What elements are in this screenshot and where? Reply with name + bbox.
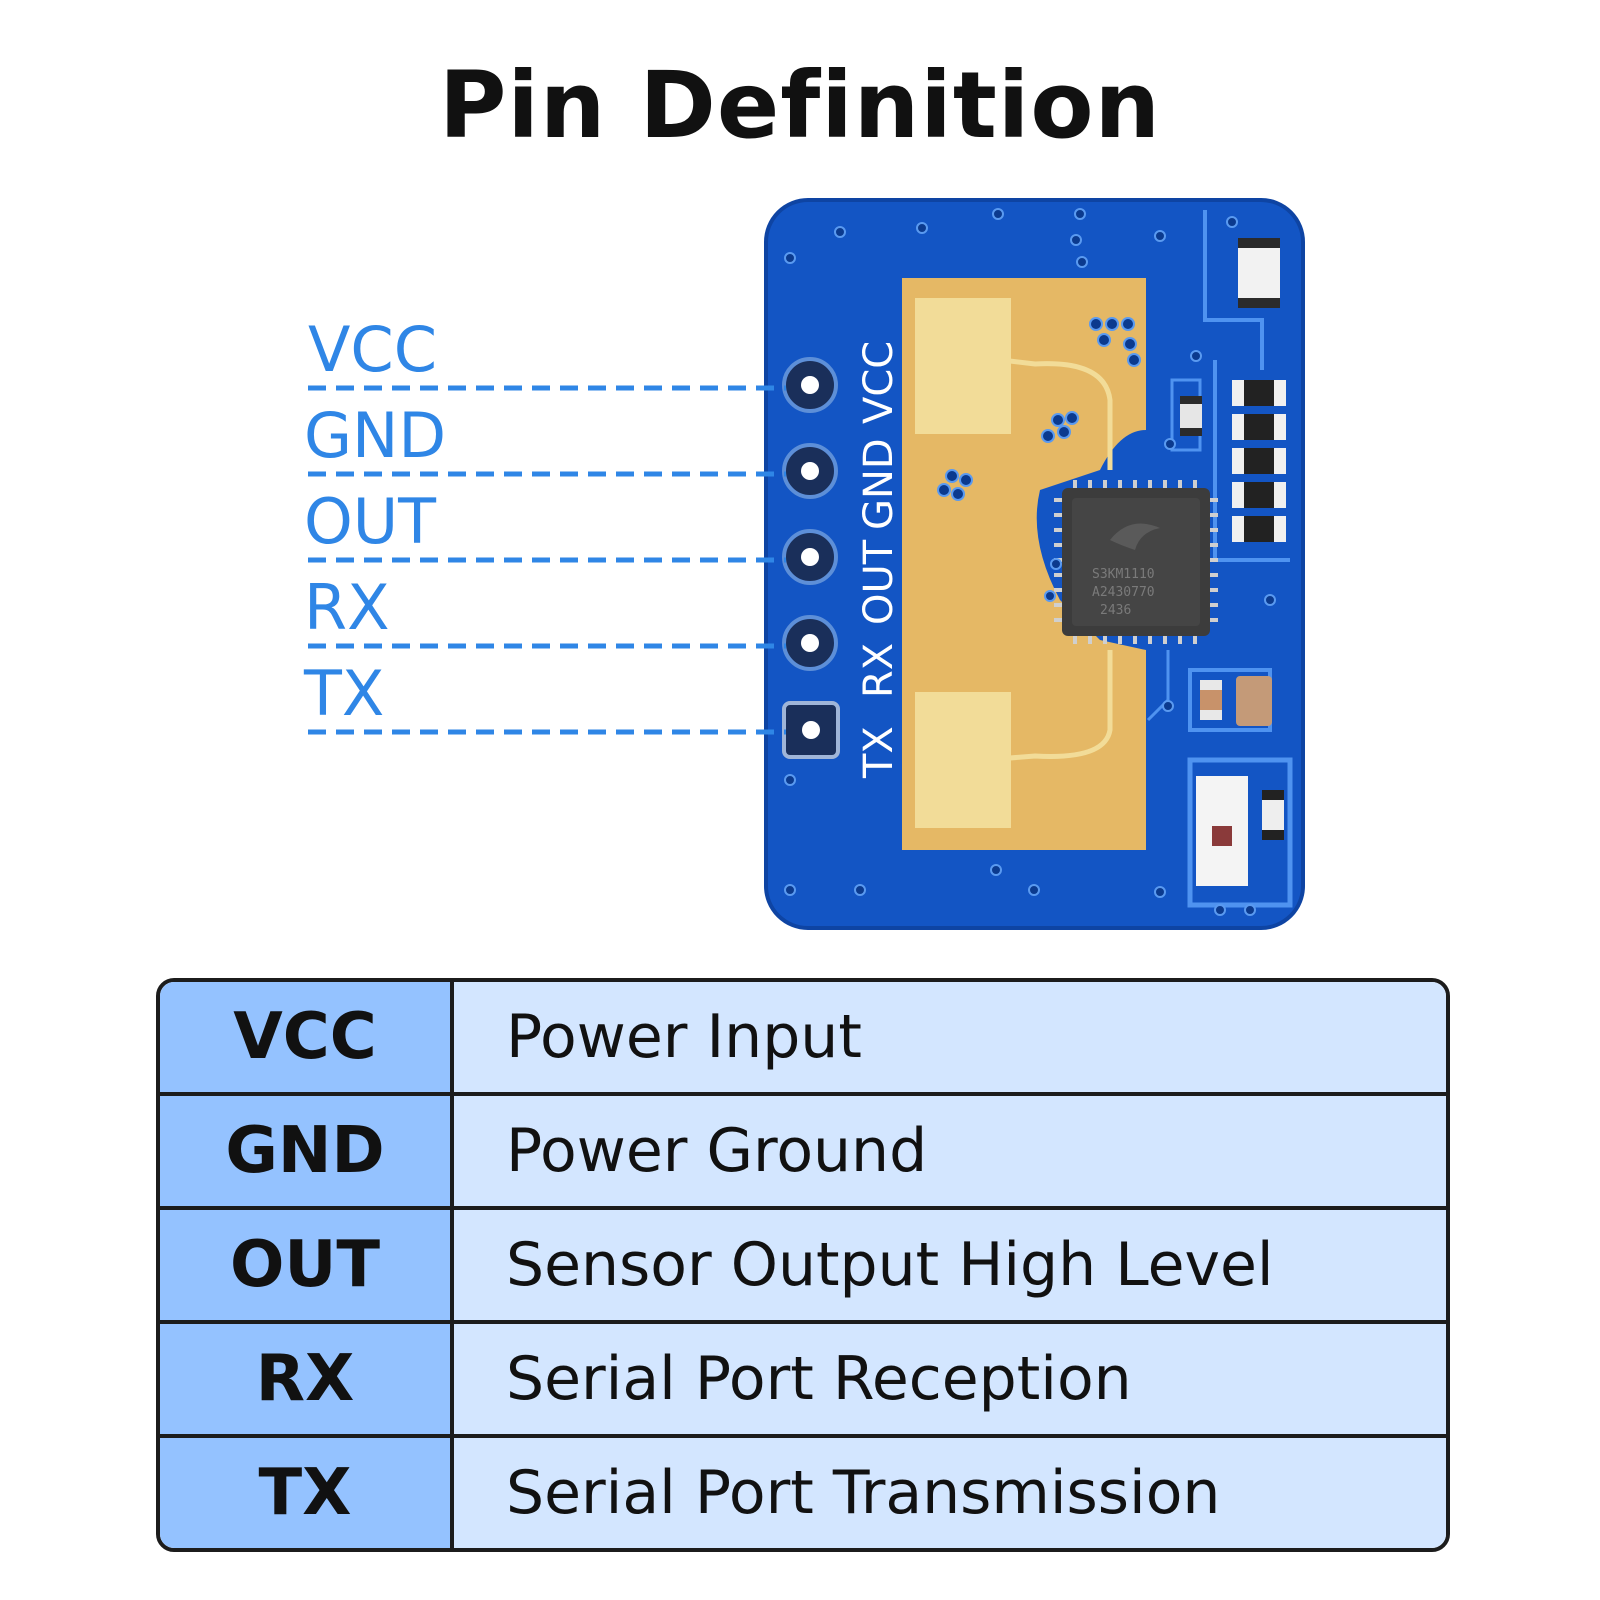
vias — [784, 208, 1276, 916]
table-row: OUT Sensor Output High Level — [160, 1206, 1446, 1320]
silkscreen-gnd: GND — [856, 438, 902, 530]
pin-description-cell: Serial Port Transmission — [454, 1438, 1446, 1548]
radar-chip: S3KM1110 A2430770 2436 — [1054, 480, 1218, 644]
pin-label-vcc: VCC — [308, 313, 437, 386]
pin-label-gnd: GND — [304, 399, 446, 472]
smd-components — [1180, 238, 1286, 886]
pin-description-cell: Sensor Output High Level — [454, 1210, 1446, 1320]
pin-name-cell: TX — [160, 1438, 454, 1548]
antenna-area — [902, 278, 1146, 850]
pin-description-cell: Power Ground — [454, 1096, 1446, 1206]
pin-label-rx: RX — [304, 571, 390, 644]
pin-name-cell: RX — [160, 1324, 454, 1434]
chip-logo-icon — [1110, 523, 1160, 550]
pin-description-cell: Power Input — [454, 982, 1446, 1092]
pin-description-cell: Serial Port Reception — [454, 1324, 1446, 1434]
page-title: Pin Definition — [438, 52, 1162, 159]
pin-label-out: OUT — [304, 485, 437, 558]
table-row: RX Serial Port Reception — [160, 1320, 1446, 1434]
pin-table: VCC Power Input GND Power Ground OUT Sen… — [156, 978, 1450, 1552]
chip-marking-line: S3KM1110 — [1092, 567, 1155, 582]
chip-marking-line: 2436 — [1100, 603, 1131, 618]
table-row: VCC Power Input — [160, 982, 1446, 1092]
pin-name-cell: GND — [160, 1096, 454, 1206]
pin-diagram: S3KM1110 A2430770 2436 — [303, 198, 1305, 930]
pin-holes — [782, 357, 840, 759]
chip-marking-line: A2430770 — [1092, 585, 1155, 600]
pin-label-tx: TX — [303, 657, 384, 730]
silkscreen-rx: RX — [856, 643, 902, 698]
table-row: GND Power Ground — [160, 1092, 1446, 1206]
silkscreen-out: OUT — [856, 539, 902, 625]
silkscreen-tx: TX — [856, 726, 902, 779]
pin-callouts: VCC GND OUT RX TX — [303, 313, 786, 735]
silkscreen-vcc: VCC — [856, 341, 902, 424]
table-row: TX Serial Port Transmission — [160, 1434, 1446, 1548]
pin-name-cell: OUT — [160, 1210, 454, 1320]
pin-name-cell: VCC — [160, 982, 454, 1092]
